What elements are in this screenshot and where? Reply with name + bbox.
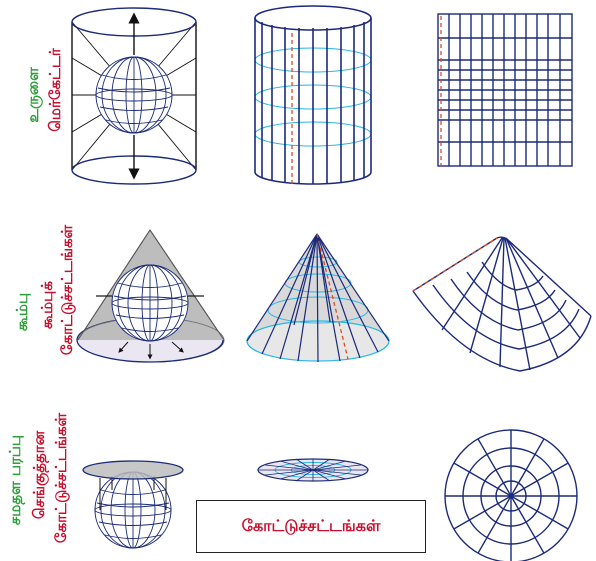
row3-green-label: சமதள பரப்பு — [6, 435, 25, 525]
mercator-grid — [437, 13, 573, 167]
plane-disc-grid — [257, 458, 369, 482]
row1-red-label: மெர்கேட்டர் — [46, 47, 64, 132]
row3-labels: சமதள பரப்பு செங்குத்தான கோட்டுச்சட்டங்கள… — [6, 412, 70, 543]
row2-red-label-line1: கூம்புக் — [38, 281, 56, 329]
cylinder-with-globe — [71, 7, 197, 185]
row2-green-label: கூம்பு — [13, 293, 31, 331]
plane-with-globe — [82, 460, 184, 549]
azimuthal-grid — [444, 429, 578, 561]
cone-with-globe — [76, 229, 225, 363]
conic-fan-grid — [412, 236, 592, 372]
legend-box: கோட்டுச்சட்டங்கள் — [196, 500, 426, 553]
row2-labels: கூம்பு கூம்புக் கோட்டுச்சட்டங்கள் — [13, 224, 76, 355]
cylinder-grid — [254, 5, 372, 185]
row1-labels: உருளை மெர்கேட்டர் — [24, 47, 64, 132]
row3-red-label-line2: கோட்டுச்சட்டங்கள் — [52, 412, 70, 543]
row1-green-label: உருளை — [24, 67, 43, 123]
row3-red-label-line1: செங்குத்தான — [30, 430, 49, 519]
row2-red-label-line2: கோட்டுச்சட்டங்கள் — [58, 224, 76, 355]
cone-grid — [246, 233, 390, 363]
legend-text: கோட்டுச்சட்டங்கள் — [241, 516, 381, 535]
